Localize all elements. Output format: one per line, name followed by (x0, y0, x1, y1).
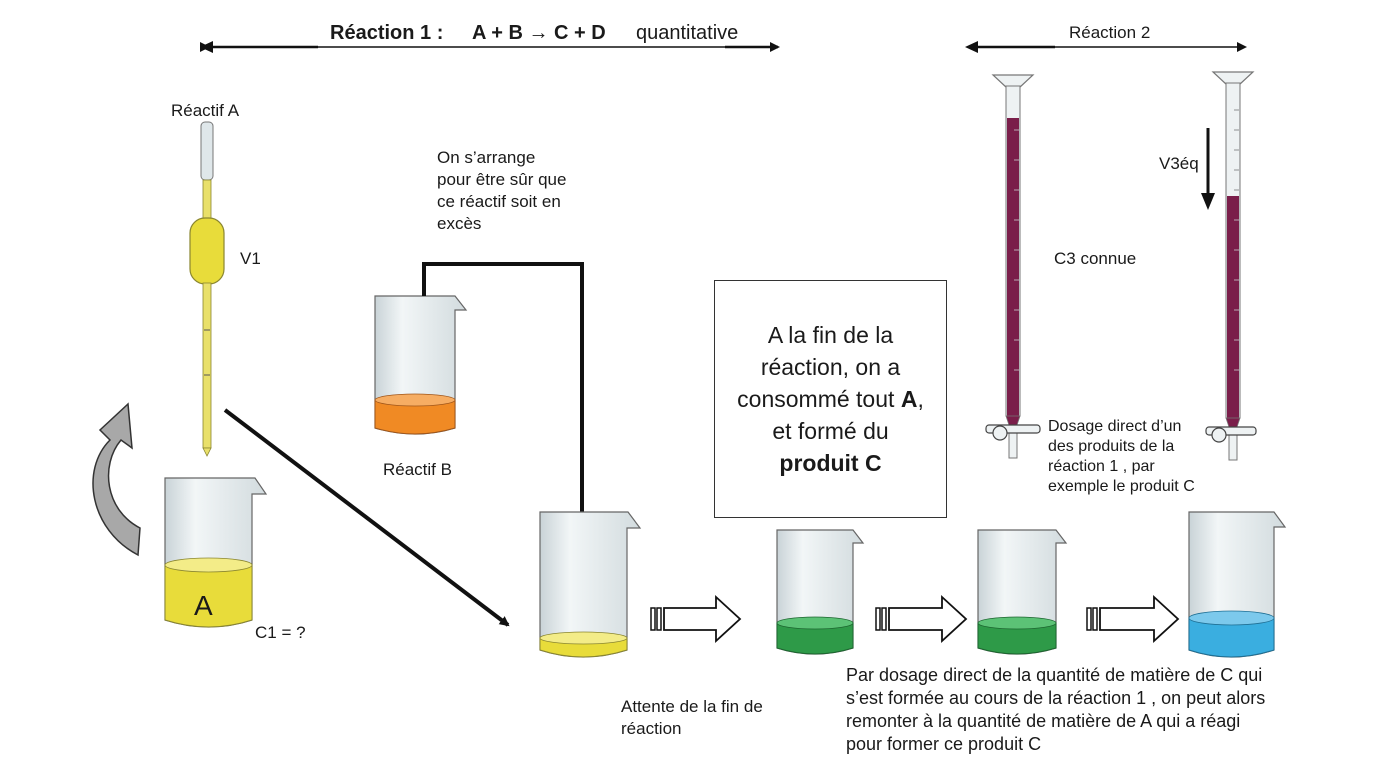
end-of-reaction-text: A la fin de la réaction, on a consommé t… (737, 319, 924, 479)
reaction-1-equation: A + B → C + D (472, 22, 606, 44)
dosage-note-line-4: exemple le produit C (1048, 478, 1195, 495)
reaction-1-span-arrow (200, 41, 780, 53)
beaker-a-letter: A (194, 590, 213, 621)
process-arrow-1 (650, 594, 742, 644)
equivalence-volume-label: V3éq (1159, 154, 1199, 173)
end-box-product-c: produit C (779, 450, 882, 476)
reaction-2-label: Réaction 2 (1069, 23, 1151, 42)
reaction-1-qualifier: quantitative (636, 22, 739, 44)
transfer-arrow (223, 408, 510, 627)
transfer-tube (422, 262, 584, 512)
titrant-concentration-label: C3 connue (1054, 249, 1137, 268)
dosage-note-line-1: Dosage direct d’un (1048, 418, 1182, 435)
reaction-1-label: Réaction 1 : (330, 22, 444, 44)
reaction-beaker-icon (539, 511, 642, 658)
waiting-line-1: Attente de la fin de (621, 697, 763, 716)
conclusion-line-4: pour former ce produit C (846, 734, 1042, 754)
curved-arrow-icon (92, 402, 141, 557)
reagent-b-label: Réactif B (383, 460, 452, 479)
end-box-line-3-bold: A (900, 386, 918, 412)
end-of-reaction-box: A la fin de la réaction, on a consommé t… (714, 280, 947, 518)
product-beaker-2-icon (977, 529, 1068, 655)
volume-down-arrow (1201, 128, 1215, 210)
burette-2-icon (1205, 71, 1257, 461)
volume-v1-label: V1 (240, 249, 261, 268)
endpoint-beaker-icon (1188, 511, 1287, 658)
conclusion-line-1: Par dosage direct de la quantité de mati… (846, 665, 1263, 685)
reagent-a-label: Réactif A (171, 101, 240, 120)
conclusion-line-3: remonter à la quantité de matière de A q… (846, 711, 1241, 731)
end-box-line-3-suffix: , (917, 386, 924, 412)
end-box-line-5: produit C (737, 447, 924, 479)
beaker-b-icon (374, 295, 468, 435)
reagent-b-note-line-1: On s’arrange (437, 148, 536, 167)
end-box-line-1: A la fin de la (767, 322, 894, 348)
conclusion-line-2: s’est formée au cours de la réaction 1 ,… (846, 688, 1266, 708)
product-beaker-1-icon (776, 529, 865, 655)
dosage-note-line-3: réaction 1 , par (1048, 458, 1155, 475)
dosage-note-line-2: des produits de la (1048, 438, 1175, 455)
reagent-b-note-line-3: ce réactif soit en (437, 192, 561, 211)
end-box-line-4: et formé du (772, 418, 889, 444)
end-box-line-3-prefix: consommé tout (737, 386, 901, 412)
end-box-line-3: consommé tout A, (737, 383, 924, 415)
end-box-line-2: réaction, on a (760, 354, 901, 380)
process-arrow-3 (1086, 594, 1180, 644)
beaker-a-icon (164, 477, 268, 628)
waiting-line-2: réaction (621, 719, 682, 738)
reaction-2-span-arrow (965, 41, 1247, 53)
process-arrow-2 (875, 594, 968, 644)
pipette-icon (189, 121, 225, 457)
concentration-c1-label: C1 = ? (255, 623, 306, 642)
burette-1-icon (985, 74, 1041, 459)
reagent-b-note-line-4: excès (437, 214, 482, 233)
reagent-b-note-line-2: pour être sûr que (437, 170, 567, 189)
